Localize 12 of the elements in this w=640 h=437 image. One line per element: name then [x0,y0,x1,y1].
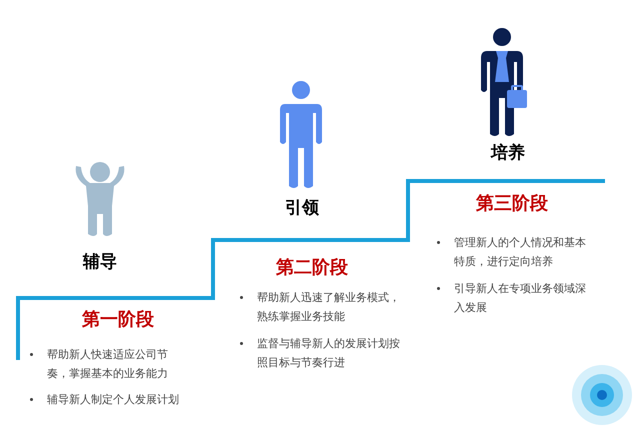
figure-caption: 培养 [489,142,526,165]
stage-title: 第三阶段 [475,192,549,216]
bullet-text: 辅导新人制定个人发展计划 [47,392,180,408]
figure-caption: 辅导 [82,251,118,274]
stage-title: 第二阶段 [275,256,349,280]
bullet-text: 帮助新人迅速了解业务模式，熟练掌握业务技能 [257,290,400,325]
figure-caption: 引领 [284,197,320,220]
bullet-text: 帮助新人快速适应公司节奏，掌握基本的业务能力 [47,347,169,382]
bullet-text: 引导新人在专项业务领域深入发展 [454,281,587,316]
bullet-text: 监督与辅导新人的发展计划按照目标与节奏行进 [257,336,400,371]
stage-title: 第一阶段 [81,308,155,332]
bullet-text: 管理新人的个人情况和基本特质，进行定向培养 [454,235,587,270]
